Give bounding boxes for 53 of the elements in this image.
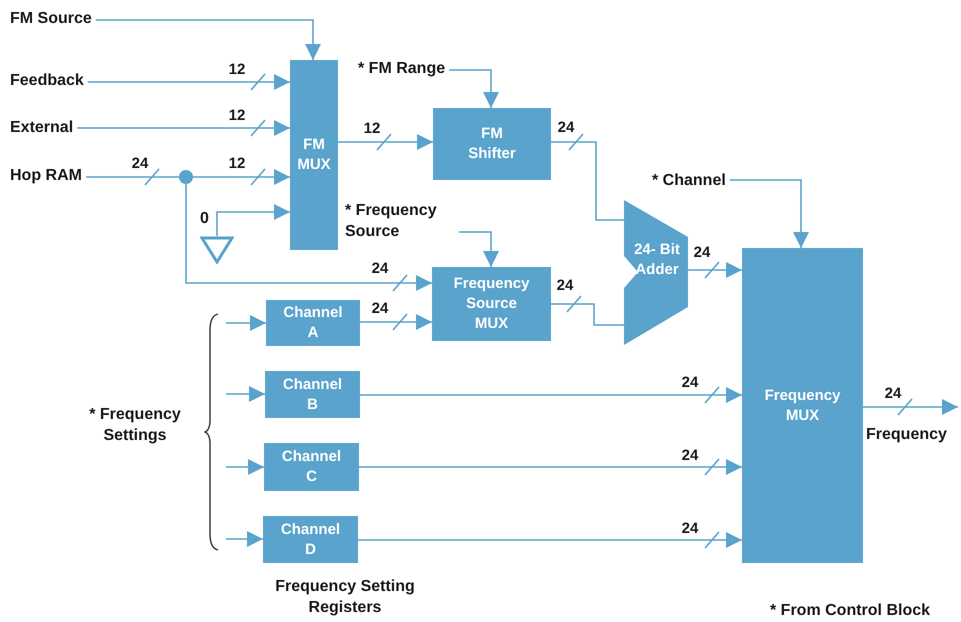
signal-line <box>226 531 263 547</box>
signal-label: FM Source <box>10 8 92 29</box>
signal-label: * Frequency Settings <box>88 405 182 446</box>
block-label: Frequency Source MUX <box>452 274 530 334</box>
signal-label: External <box>10 117 74 138</box>
function-block <box>263 516 358 563</box>
signal-line <box>551 303 624 326</box>
signal-value: 0 <box>200 209 209 229</box>
signal-line <box>226 386 265 402</box>
signal-line <box>86 176 179 178</box>
function-block <box>265 371 360 418</box>
signal-line <box>88 74 290 90</box>
signal-line <box>360 314 432 330</box>
block-label: Channel C <box>280 447 342 487</box>
block-label: FM Shifter <box>467 124 517 164</box>
footnote: * From Control Block <box>770 601 930 621</box>
function-block <box>264 443 359 491</box>
function-block <box>742 248 863 563</box>
signal-label: Hop RAM <box>10 165 82 186</box>
signal-label: * FM Range <box>358 58 446 79</box>
signal-label: Feedback <box>10 70 84 91</box>
signal-line <box>216 204 290 236</box>
signal-line <box>77 120 290 136</box>
block-label: Frequency MUX <box>764 386 842 426</box>
function-block <box>433 108 551 180</box>
signal-line <box>449 69 499 108</box>
group-label: Frequency Setting Registers <box>274 577 416 618</box>
block-label: FM MUX <box>296 135 332 175</box>
function-block <box>290 60 338 250</box>
signal-line <box>730 179 809 248</box>
signal-line <box>358 532 742 548</box>
signal-line <box>226 459 264 475</box>
junction-dot <box>179 170 193 184</box>
block-label: Channel D <box>280 520 342 560</box>
output-label: Frequency <box>866 425 947 445</box>
block-label: 24- Bit Adder <box>634 240 680 280</box>
signal-label: * Channel <box>652 170 726 191</box>
function-block <box>266 300 360 346</box>
signal-line <box>551 141 624 221</box>
signal-line <box>863 399 958 415</box>
signal-line <box>459 231 499 267</box>
signal-line <box>688 262 742 278</box>
block-label: Channel B <box>282 374 344 414</box>
signal-line <box>338 134 433 150</box>
signal-label: * Frequency Source <box>345 200 455 242</box>
block-label: Channel A <box>282 303 344 343</box>
signal-line <box>96 19 321 60</box>
signal-line <box>226 315 266 331</box>
signal-line <box>359 459 742 475</box>
function-block <box>432 267 551 341</box>
signal-line <box>185 184 432 291</box>
signal-line <box>193 169 290 185</box>
signal-line <box>360 387 742 403</box>
